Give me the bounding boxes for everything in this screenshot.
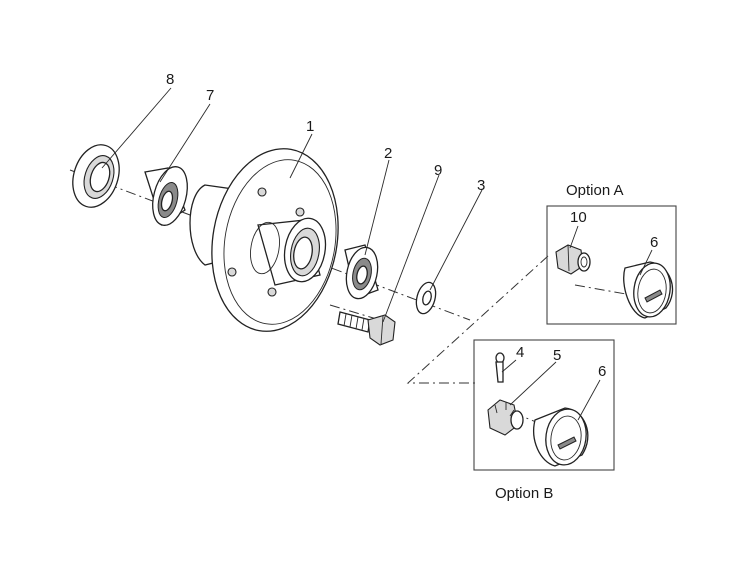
- part-1-hub: [189, 148, 339, 332]
- callout-7: 7: [206, 87, 214, 104]
- option-a-label: Option A: [566, 182, 624, 199]
- part-4-cotter-pin: [495, 352, 505, 383]
- part-5-castle-nut: [487, 399, 524, 436]
- part-3-washer: [415, 281, 437, 315]
- option-a-box: [546, 205, 677, 325]
- part-7-inner-bearing: [144, 166, 188, 227]
- axis-line-bolt: [329, 304, 381, 321]
- part-10-nut: [555, 244, 591, 275]
- callout-4: 4: [516, 344, 524, 361]
- part-6-dust-cap-a: [623, 261, 674, 319]
- axis-line-option-b: [494, 404, 561, 433]
- leader-lines: [101, 87, 653, 421]
- axis-line-option-a: [574, 284, 661, 301]
- option-b-label: Option B: [495, 485, 553, 502]
- part-6-dust-cap-b: [533, 407, 589, 467]
- part-2-outer-bearing: [344, 244, 379, 300]
- callout-10: 10: [570, 209, 587, 226]
- part-9-lug-bolt: [337, 311, 396, 346]
- option-b-box: [473, 339, 615, 471]
- callout-9: 9: [434, 162, 442, 179]
- callout-1: 1: [306, 118, 314, 135]
- callout-6-option-a: 6: [650, 234, 658, 251]
- callout-3: 3: [477, 177, 485, 194]
- option-leader-line: [406, 255, 549, 384]
- callout-8: 8: [166, 71, 174, 88]
- callout-6-option-b: 6: [598, 363, 606, 380]
- part-8-seal: [72, 144, 120, 208]
- callout-5: 5: [553, 347, 561, 364]
- callout-2: 2: [384, 145, 392, 162]
